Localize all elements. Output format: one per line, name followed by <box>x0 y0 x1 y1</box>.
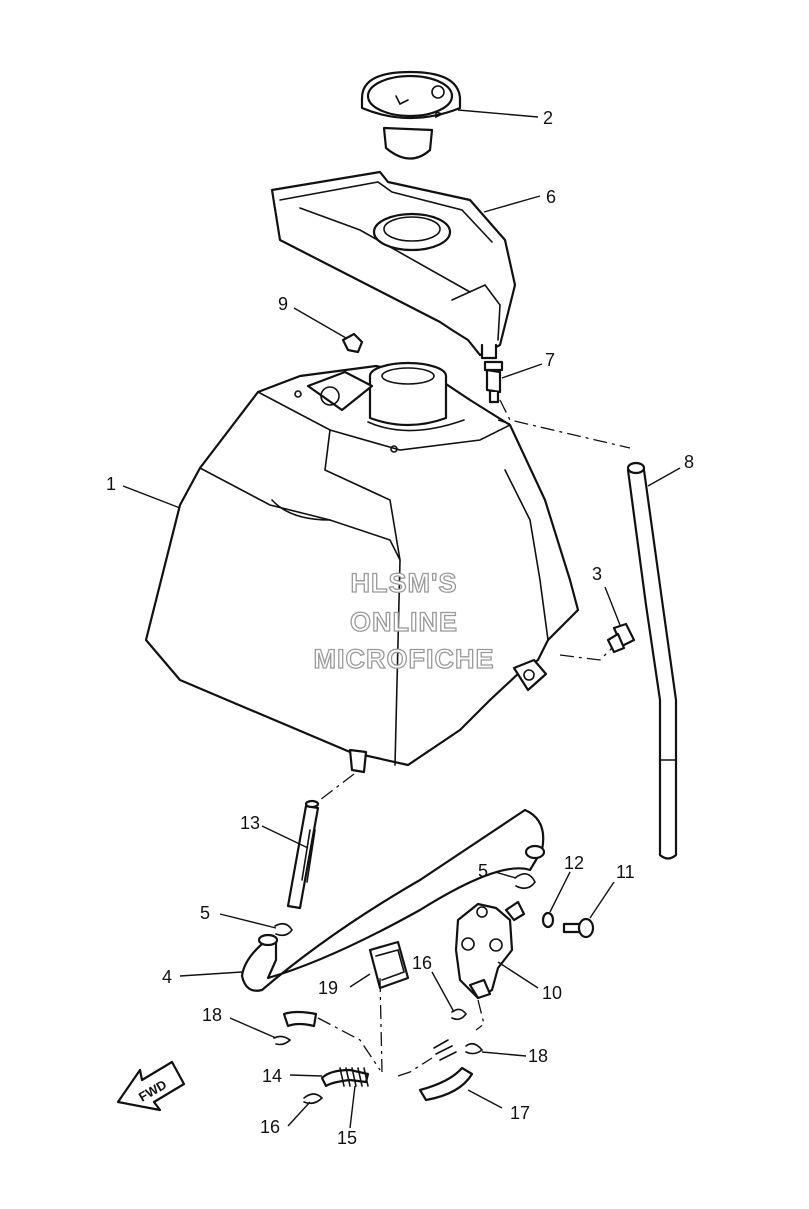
hose-clip-18-left <box>273 1035 292 1046</box>
fuel-strainer <box>286 799 320 910</box>
assembly-line <box>475 999 485 1031</box>
tank-cover <box>270 170 517 360</box>
watermark-line-3: MICROFICHE <box>314 644 495 674</box>
hose-clip-5-left <box>274 922 293 937</box>
callout-8: 8 <box>684 452 694 472</box>
callout-12: 12 <box>564 853 584 873</box>
callout-1: 1 <box>106 474 116 494</box>
vacuum-hose <box>282 1010 474 1102</box>
watermark: HLSM'S ONLINE MICROFICHE <box>313 567 495 674</box>
assembly-line <box>499 399 631 449</box>
assembly-line <box>559 647 613 661</box>
callout-5-left: 5 <box>200 903 210 923</box>
callout-9: 9 <box>278 294 288 314</box>
watermark-line-1: HLSM'S <box>351 568 458 598</box>
watermark-line-2: ONLINE <box>350 607 458 637</box>
assembly-line <box>497 419 511 425</box>
callout-18-left: 18 <box>202 1005 222 1025</box>
assembly-line <box>379 977 383 1073</box>
callout-11: 11 <box>616 862 635 882</box>
callout-10: 10 <box>542 983 562 1003</box>
forward-arrow-icon: FWD <box>116 1060 186 1112</box>
hose-clip-16-bottom <box>303 1093 324 1105</box>
assembly-line <box>319 773 355 801</box>
callout-2: 2 <box>543 108 553 128</box>
callout-15: 15 <box>337 1128 357 1148</box>
callout-16-bottom: 16 <box>260 1117 280 1137</box>
callout-13: 13 <box>240 813 260 833</box>
assembly-line <box>317 1017 381 1071</box>
callout-3: 3 <box>592 564 602 584</box>
callout-14: 14 <box>262 1066 282 1086</box>
spring-16 <box>433 1039 457 1061</box>
screw-11 <box>562 917 595 939</box>
callout-19: 19 <box>318 978 338 998</box>
grommet-19 <box>368 940 410 990</box>
callout-18-right: 18 <box>528 1046 548 1066</box>
callout-5-right: 5 <box>478 861 488 881</box>
callout-16-top: 16 <box>412 953 432 973</box>
washer-12 <box>541 911 555 929</box>
hose-clip-5-right <box>514 873 536 890</box>
fuel-hose <box>240 808 546 992</box>
breather-fitting <box>483 360 504 404</box>
spring-15 <box>339 1067 369 1087</box>
hose-clip-18-right <box>465 1042 484 1055</box>
fuel-tank <box>144 361 580 774</box>
callout-7: 7 <box>545 350 555 370</box>
assembly-line <box>397 1057 433 1077</box>
callout-6: 6 <box>546 187 556 207</box>
hose-clip-16-top <box>451 1008 468 1021</box>
nut-9 <box>341 332 364 354</box>
fuel-cock <box>454 900 526 1000</box>
breather-hose <box>626 461 678 860</box>
bolt-3 <box>606 622 636 654</box>
callout-17: 17 <box>510 1103 530 1123</box>
fuel-cap <box>360 70 462 160</box>
callout-4: 4 <box>162 967 172 987</box>
